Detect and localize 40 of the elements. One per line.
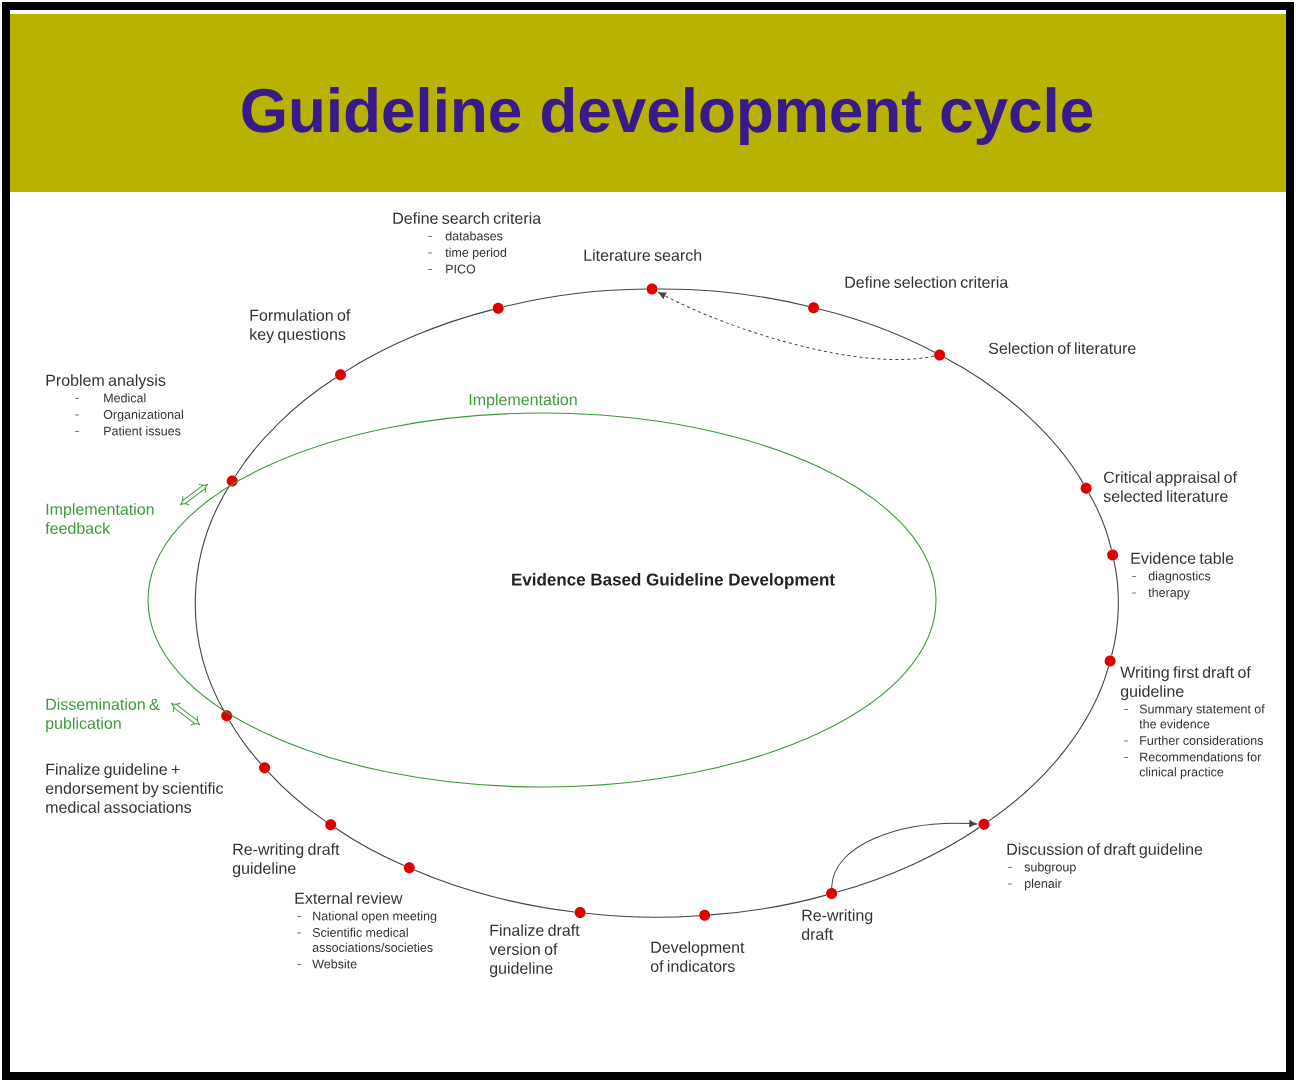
- cycle-arc: [585, 912, 700, 918]
- cycle-arc: [944, 357, 1084, 484]
- stage-label: Critical appraisal of selected literature: [1103, 471, 1237, 502]
- stage-label: Problem analysis Medical Organizational Patient issues: [46, 374, 183, 436]
- stage-label: Re-writing draft: [801, 909, 873, 940]
- cycle-arc: [194, 485, 230, 712]
- cycle-arc: [234, 377, 337, 477]
- stage-label: Writing first draft of guideline Summary statement of the evidence Further considerations Recommendations for clinical practice: [1120, 666, 1265, 779]
- phase-label: Implementation feedback: [45, 503, 154, 534]
- cycle-arc: [709, 894, 827, 916]
- cycle-arc: [413, 869, 575, 913]
- stage-label: Formulation of key questions: [250, 309, 351, 344]
- stage-label: Development of indicators: [650, 941, 745, 972]
- cycle-arc: [1088, 492, 1112, 550]
- cycle-arc: [836, 827, 980, 893]
- stage-label: Define search criteria databases time period PICO: [393, 212, 542, 274]
- stage-label: Finalize guideline + endorsement by scientific medical associations: [45, 763, 224, 813]
- cycle-arc: [1111, 560, 1119, 656]
- cycle-arc: [267, 771, 327, 823]
- cycle-arc: [503, 288, 647, 308]
- phase-label: Dissemination & publication: [46, 698, 160, 733]
- stage-label: Selection of literature: [988, 342, 1136, 354]
- stage-label: Literature search: [584, 249, 702, 261]
- cycle-arc: [334, 827, 405, 867]
- center-label: Evidence Based Guideline Development: [512, 573, 835, 589]
- cycle-arc: [818, 308, 936, 353]
- stage-label: Discussion of draft guideline subgroup plenair: [1007, 843, 1203, 891]
- cycle-arc: [657, 288, 809, 307]
- stage-label: Finalize draft version of guideline: [489, 924, 580, 978]
- ellipse-heading: Implementation: [469, 393, 577, 409]
- cycle-arc: [988, 665, 1110, 822]
- arrow: [658, 292, 935, 361]
- stage-label: Define selection criteria: [845, 276, 1009, 288]
- stage-label: External review National open meeting Scientific medical associations/societies Website: [295, 892, 437, 969]
- cycle-arc: [229, 720, 262, 765]
- stage-label: Evidence table diagnostics therapy: [1131, 552, 1234, 600]
- cycle-arc: [344, 309, 494, 373]
- stage-label: Re-writing draft guideline: [232, 843, 340, 878]
- title-banner: Guideline development cycle: [10, 14, 1286, 192]
- arrow: [831, 820, 978, 889]
